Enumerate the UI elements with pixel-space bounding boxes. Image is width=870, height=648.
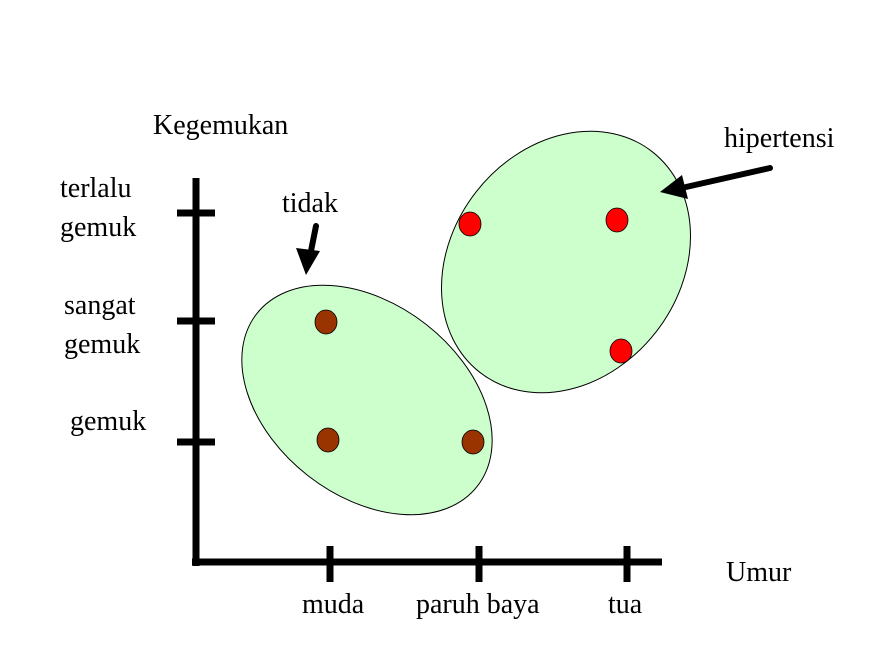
arrow-hipertensi [660,165,773,199]
point-hipertensi-tua-terlalu-gemuk [605,207,629,233]
point-tidak-muda-gemuk [316,427,340,453]
y-label-sangat-gemuk-line2: gemuk [64,329,140,360]
cluster-hipertensi [441,130,691,394]
y-label-sangat-gemuk-line1: sangat [64,290,136,321]
arrow-tidak [296,223,320,275]
y-label-terlalu-gemuk-line2: gemuk [60,212,136,243]
x-axis-title: Umur [726,557,792,588]
point-hipertensi-paruh-baya-terlalu-gemuk [458,211,482,237]
x-label-muda: muda [302,589,365,620]
y-axis-title: Kegemukan [153,110,288,141]
label-tidak: tidak [282,188,338,219]
x-label-tua: tua [608,589,643,620]
label-hipertensi: hipertensi [724,123,835,154]
y-label-terlalu-gemuk-line1: terlalu [60,173,132,204]
cluster-tidak [241,284,493,516]
point-tidak-muda-sangat-gemuk [314,309,338,335]
x-label-paruh-baya: paruh baya [416,589,540,620]
y-label-gemuk: gemuk [70,406,146,437]
point-hipertensi-tua-sangat-gemuk [609,338,633,364]
point-tidak-paruh-baya-gemuk [461,429,485,455]
